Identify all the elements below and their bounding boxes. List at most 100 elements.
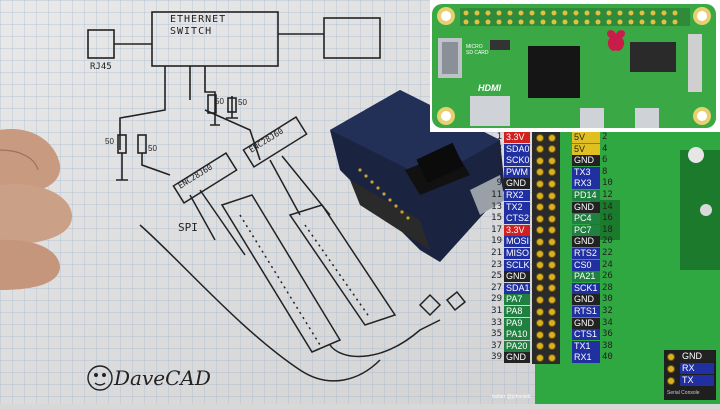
pin-number: 17 (491, 224, 502, 235)
pin-label: TX2 (504, 201, 530, 213)
header-pin (536, 353, 544, 362)
signature-face (87, 365, 113, 391)
pin-number: 18 (602, 224, 613, 235)
header-pin (548, 133, 556, 142)
pin-number: 11 (491, 190, 502, 200)
pin-label: PC4 (572, 213, 600, 225)
header-pin (536, 307, 544, 316)
pin-label: SCK1 (572, 282, 600, 294)
credit-text: twitter @johnnieb (492, 394, 531, 400)
pin-number: 2 (602, 132, 608, 142)
switch-label-line2: SWITCH (170, 26, 213, 37)
pin-number: 16 (602, 213, 613, 224)
header-pin (536, 249, 544, 258)
header-pin (548, 319, 556, 328)
pin-label: MOSI (504, 236, 530, 248)
pin-number: 7 (496, 166, 502, 177)
pin-number: 4 (602, 143, 608, 154)
pin-number: 29 (491, 294, 502, 305)
header-pin (548, 145, 556, 154)
header-pin (536, 284, 544, 293)
header-pin (536, 330, 544, 339)
switch-label: ETHERNET SWITCH (170, 14, 226, 38)
header-pin (548, 330, 556, 339)
pin-number: 12 (602, 190, 613, 200)
header-pin (536, 179, 544, 188)
pin-label: 5V (572, 132, 600, 143)
serial-label: TX (680, 375, 714, 386)
header-pin (536, 168, 544, 177)
pin-number: 15 (491, 213, 502, 224)
serial-pin (667, 377, 675, 385)
drawn-headers (139, 194, 467, 382)
header-pin (548, 226, 556, 235)
switch-drawing (87, 11, 381, 181)
resistor-label-4: 50 (148, 144, 157, 153)
pin-number: 8 (602, 166, 608, 177)
pin-number: 6 (602, 155, 608, 166)
pin-label: CTS1 (572, 329, 600, 341)
header-pin (548, 249, 556, 258)
pin-label: GND (572, 294, 600, 306)
pin-label: GND (504, 271, 530, 283)
pin-number: 26 (602, 271, 613, 282)
hdmi-label: HDMI (478, 83, 501, 93)
pin-label: SDA1 (504, 282, 530, 294)
header-strip (532, 132, 560, 364)
pin-number: 14 (602, 201, 613, 212)
pin-label: RX3 (572, 178, 600, 190)
header-pin (548, 203, 556, 212)
pin-number: 24 (602, 259, 613, 270)
pin-label: GND (504, 352, 530, 364)
pin-label: GND (504, 178, 530, 190)
pin-label: PA10 (504, 329, 530, 341)
pin-label: SCK0 (504, 155, 530, 167)
pin-number: 21 (491, 248, 502, 258)
pin-number: 13 (491, 201, 502, 212)
pin-number: 9 (496, 178, 502, 189)
pin-number: 23 (491, 259, 502, 270)
header-pin (536, 191, 544, 200)
pin-label: PD14 (572, 190, 600, 201)
header-pin (548, 237, 556, 246)
pi-zero-photo: HDMI MICRO SD CARD (430, 0, 720, 132)
header-pin (548, 179, 556, 188)
hand-fingers (0, 129, 73, 290)
pin-number: 10 (602, 178, 613, 189)
pin-number: 20 (602, 236, 613, 247)
spi-label: SPI (178, 221, 198, 234)
header-pin (548, 272, 556, 281)
pin-label: PA8 (504, 306, 530, 317)
pin-label: RTS2 (572, 248, 600, 259)
serial-caption: Serial Console (667, 390, 700, 396)
signature-text: DaveCAD (114, 366, 211, 390)
serial-label: GND (680, 351, 714, 362)
pin-number: 31 (491, 306, 502, 316)
header-pin (536, 342, 544, 351)
header-pin (536, 133, 544, 142)
serial-pin (667, 365, 675, 373)
pin-label: PA7 (504, 294, 530, 306)
pin-number: 28 (602, 282, 613, 293)
pin-number: 3 (496, 143, 502, 154)
orange-pi-board (330, 90, 505, 262)
pin-label: PA21 (572, 271, 600, 283)
pin-label: TX3 (572, 166, 600, 178)
header-pin (536, 156, 544, 165)
header-pin (536, 272, 544, 281)
header-pin (548, 342, 556, 351)
header-pin (536, 214, 544, 223)
pin-label: RTS1 (572, 306, 600, 317)
pin-label: PA9 (504, 317, 530, 329)
pin-label: 5V (572, 143, 600, 155)
pin-label: PA20 (504, 340, 530, 352)
header-pin (536, 261, 544, 270)
pin-label: SDA0 (504, 143, 530, 155)
resistor-label-1: 50 (215, 97, 224, 106)
pin-label: SCLK (504, 259, 530, 271)
pin-label: CS0 (572, 259, 600, 271)
pin-number: 36 (602, 329, 613, 340)
pi-zero-board-art (430, 0, 720, 132)
pin-label: PWM (504, 166, 530, 178)
